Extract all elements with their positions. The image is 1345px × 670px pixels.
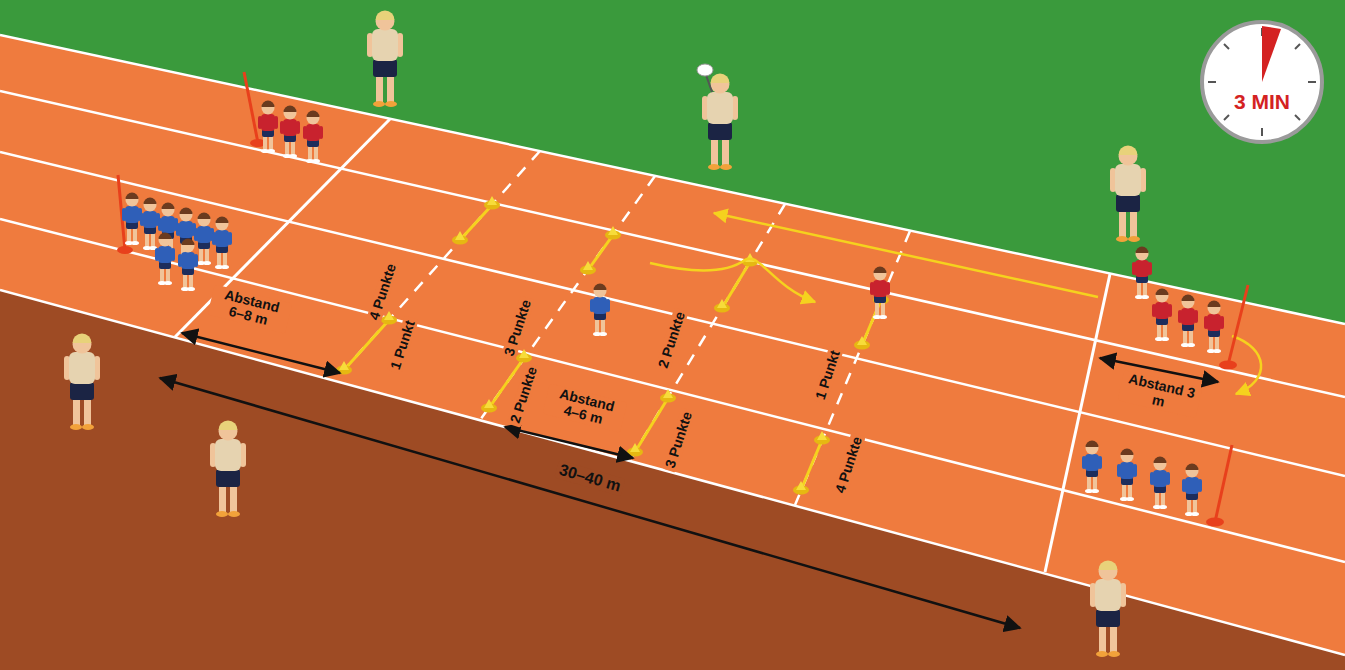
blue-active-runner (590, 284, 610, 337)
timer-icon (1202, 22, 1322, 142)
blue-runner (178, 239, 198, 292)
dimension-arrows (160, 333, 1218, 628)
points-label: 1 Punkt (387, 316, 419, 375)
finish-line (1045, 274, 1110, 572)
cone (484, 196, 500, 210)
points-label: 4 Punkte (832, 432, 867, 498)
judge (1090, 561, 1126, 658)
distance-label: Abstand 6–8 m (207, 284, 292, 333)
length-label: 30–40 m (554, 460, 625, 496)
pole-bases (117, 139, 1237, 527)
lane-lines (0, 35, 1345, 655)
cone (714, 299, 730, 313)
blue-runner (1150, 457, 1170, 510)
red-runner (1152, 289, 1172, 342)
blue-runner (122, 193, 142, 246)
cone (814, 431, 830, 445)
marker-poles (118, 72, 1248, 522)
points-label: 3 Punkte (501, 295, 536, 361)
cone (854, 336, 870, 350)
blue-runner (1082, 441, 1102, 494)
cones (336, 196, 889, 495)
timer-label: 3 MIN (1231, 90, 1293, 113)
cone (481, 399, 497, 413)
cone (580, 261, 596, 275)
slalom-arrow (650, 259, 815, 302)
blue-runner (1117, 449, 1137, 502)
red-team (258, 101, 323, 164)
flag (697, 64, 713, 92)
red-runner (303, 111, 323, 164)
blue-runner (140, 198, 160, 251)
points-label: 1 Punkt (812, 346, 844, 405)
distance-label: Abstand 4–6 m (542, 383, 627, 432)
red-team (1132, 247, 1224, 354)
red-runner (1132, 247, 1152, 300)
cone (605, 226, 621, 240)
points-label: 3 Punkte (662, 407, 697, 473)
judge (210, 421, 246, 518)
judge (367, 11, 403, 108)
points-label: 2 Punkte (507, 362, 542, 428)
distance-label: Abstand 3 m (1118, 370, 1203, 418)
cone (793, 481, 809, 495)
cone-gates (344, 205, 881, 490)
return-arrow (714, 213, 1098, 297)
blue-team (122, 193, 232, 292)
blue-runner (155, 233, 175, 286)
gate-lines (335, 151, 910, 505)
judge (1110, 146, 1146, 243)
points-label: 2 Punkte (655, 307, 690, 373)
judges (64, 11, 1146, 658)
red-runner (1204, 301, 1224, 354)
points-label: 4 Punkte (366, 259, 401, 325)
blue-runner (1182, 464, 1202, 517)
cone (660, 389, 676, 403)
cone (627, 443, 643, 457)
blue-team (1082, 441, 1202, 517)
judge (64, 334, 100, 431)
red-runner (280, 106, 300, 159)
red-runner (1178, 295, 1198, 348)
blue-runner (212, 217, 232, 270)
judge (702, 74, 738, 171)
start-line (175, 119, 390, 337)
infield (0, 290, 1345, 670)
cone (516, 349, 532, 363)
red-runner (258, 101, 278, 154)
red-active-runner (870, 267, 890, 320)
cone (452, 231, 468, 245)
